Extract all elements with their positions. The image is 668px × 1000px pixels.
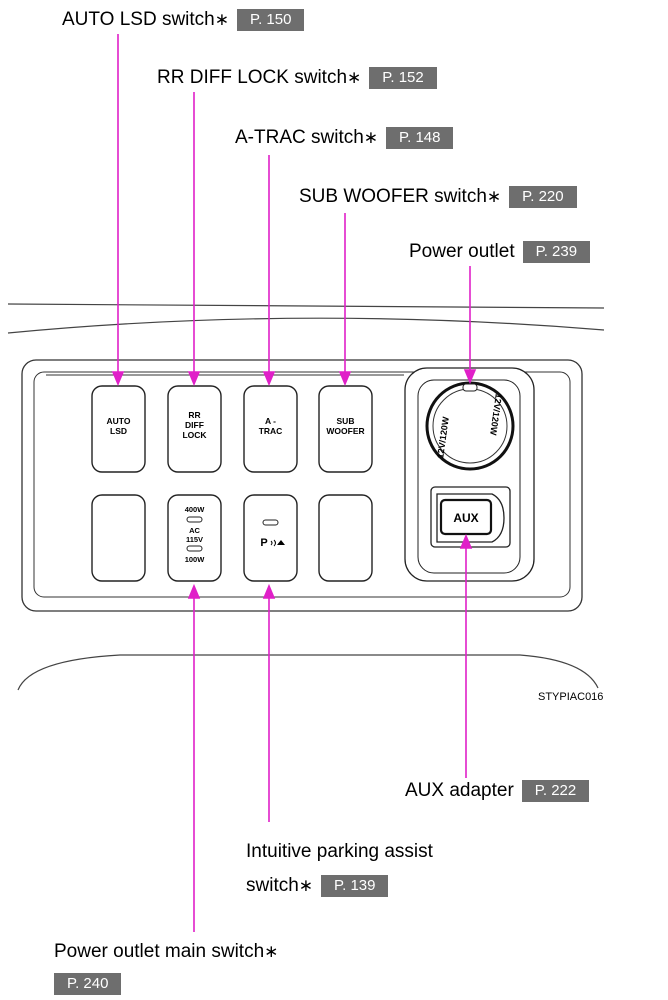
outlet-main-page-ref[interactable]: P. 240 — [54, 972, 122, 995]
lower-console-curve — [17, 654, 599, 691]
arrow-power-outlet — [463, 369, 477, 385]
callout-sub-woofer: SUB WOOFER switch∗ P. 220 — [299, 185, 577, 209]
outlet-btn-115v: 115V — [186, 535, 203, 544]
arrow-auto-lsd — [111, 371, 125, 387]
callout-a-trac: A-TRAC switch∗ P. 148 — [235, 126, 454, 150]
auto-lsd-label: AUTO LSD switch — [62, 9, 215, 30]
power-outlet-page-ref[interactable]: P. 239 — [522, 240, 591, 263]
callout-power-outlet: Power outlet P. 239 — [409, 240, 591, 264]
sub-woofer-star: ∗ — [486, 187, 502, 207]
parking-assist-label-line1: Intuitive parking assist — [246, 841, 433, 862]
arrow-rr-diff — [187, 371, 201, 387]
callout-rr-diff-lock: RR DIFF LOCK switch∗ P. 152 — [157, 66, 437, 90]
parking-indicator — [262, 519, 279, 526]
sub-woofer-btn-line1: SUB — [337, 416, 355, 426]
rr-diff-lock-page-ref[interactable]: P. 152 — [369, 66, 437, 89]
callout-auto-lsd: AUTO LSD switch∗ P. 150 — [62, 8, 305, 32]
socket-notch — [462, 383, 478, 392]
outlet-indicator-bottom — [186, 545, 203, 552]
leader-lines — [111, 34, 477, 932]
callout-aux-adapter: AUX adapter P. 222 — [405, 779, 590, 803]
auto-lsd-btn-line1: AUTO — [107, 416, 131, 426]
sub-woofer-button[interactable] — [318, 385, 373, 473]
parking-btn-p: P — [260, 537, 267, 549]
parking-assist-button[interactable] — [243, 494, 298, 582]
outlet-btn-100w: 100W — [185, 555, 206, 564]
rr-diff-lock-star: ∗ — [347, 68, 362, 88]
power-outlet-label: Power outlet — [409, 241, 515, 262]
switch-panel-inner — [33, 371, 571, 598]
power-outlet-main-button[interactable] — [167, 494, 222, 582]
arrow-parking — [262, 583, 276, 599]
parking-sensor-icon — [270, 539, 285, 547]
rr-diff-btn-line1: RR — [188, 410, 200, 420]
outlet-indicator-top — [186, 516, 203, 523]
callout-parking-assist-line1: Intuitive parking assist — [246, 840, 433, 864]
aux-adapter-label: AUX adapter — [405, 780, 514, 801]
outlet-btn-400w: 400W — [185, 505, 206, 514]
rr-diff-btn-line3: LOCK — [182, 430, 207, 440]
figure-code: STYPIAC016 — [538, 691, 603, 703]
blank-switch-right — [318, 494, 373, 582]
callout-parking-assist-line2: switch∗ P. 139 — [246, 874, 389, 898]
parking-assist-page-ref[interactable]: P. 139 — [321, 874, 389, 897]
rr-diff-btn-line2: DIFF — [185, 420, 204, 430]
a-trac-btn-line2: TRAC — [259, 426, 283, 436]
a-trac-button[interactable] — [243, 385, 298, 473]
dash-curve-line — [7, 317, 605, 334]
sub-woofer-label: SUB WOOFER switch — [299, 186, 487, 207]
a-trac-btn-line1: A - — [265, 416, 276, 426]
aux-port-label: AUX — [453, 511, 478, 525]
outlet-btn-ac: AC — [189, 526, 200, 535]
sub-woofer-page-ref[interactable]: P. 220 — [509, 185, 577, 208]
a-trac-page-ref[interactable]: P. 148 — [386, 126, 454, 149]
aux-adapter-page-ref[interactable]: P. 222 — [521, 779, 590, 802]
a-trac-label: A-TRAC switch — [235, 127, 364, 148]
callout-outlet-main-page: P. 240 — [54, 972, 122, 996]
outlet-main-star: ∗ — [264, 942, 279, 962]
parking-assist-label-line2: switch — [246, 875, 299, 896]
sub-woofer-btn-line2: WOOFER — [326, 426, 364, 436]
auto-lsd-page-ref[interactable]: P. 150 — [237, 8, 305, 31]
auto-lsd-star: ∗ — [214, 10, 229, 30]
rr-diff-lock-label: RR DIFF LOCK switch — [157, 67, 348, 88]
callout-outlet-main: Power outlet main switch∗ — [54, 940, 278, 964]
auto-lsd-btn-line2: LSD — [110, 426, 127, 436]
arrow-a-trac — [262, 371, 276, 387]
a-trac-star: ∗ — [363, 128, 379, 148]
arrow-sub-woofer — [338, 371, 352, 387]
parking-assist-star: ∗ — [298, 876, 314, 896]
blank-switch-left — [91, 494, 146, 582]
rr-diff-lock-button[interactable] — [167, 385, 222, 473]
dash-top-line — [7, 303, 605, 309]
arrow-outlet-main — [187, 583, 201, 599]
outlet-main-label: Power outlet main switch — [54, 941, 265, 962]
arrow-aux — [459, 533, 473, 549]
auto-lsd-button[interactable] — [91, 385, 146, 473]
